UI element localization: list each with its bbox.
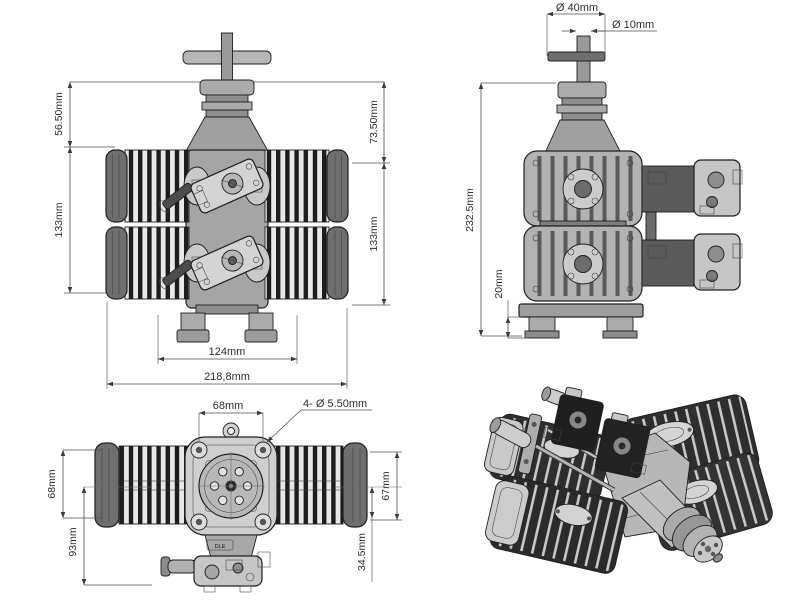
- side-mount-feet: [518, 303, 644, 339]
- dim-front-mount-width: 124mm: [157, 315, 298, 364]
- dim-label-front-cylinder-right: 133mm: [368, 216, 380, 251]
- hub-stack: [544, 81, 622, 154]
- dim-label-hub-diameter: Ø 40mm: [556, 2, 598, 14]
- dim-label-mount-width: 124mm: [209, 346, 246, 358]
- iso-mount-bracket: [518, 413, 542, 475]
- dim-cylinder-span: 67mm: [370, 451, 402, 521]
- dim-center-to-mount: 34.5mm: [335, 486, 402, 582]
- front-view: 56.50mm 133mm 73.50mm 133mm 124mm 21: [53, 32, 390, 389]
- top-engine: DLE DLE: [94, 422, 368, 593]
- dim-label-center-to-carb: 93mm: [67, 527, 79, 556]
- mount-feet: [176, 304, 278, 343]
- prop-hub-face: [197, 452, 265, 520]
- dim-hub-diameter: Ø 40mm: [546, 2, 606, 56]
- dim-front-total-width: 218,8mm: [106, 302, 348, 389]
- iso-intake-stub-1: [489, 417, 532, 449]
- dim-label-front-cylinder-left: 133mm: [53, 202, 65, 237]
- iso-cylinder-left-front: [485, 475, 629, 574]
- rear-cover: DLE: [204, 534, 258, 559]
- dim-front-cylinder-right: 133mm: [352, 163, 390, 306]
- front-engine: [105, 32, 349, 343]
- dim-label-standoff-height: 20mm: [493, 269, 505, 298]
- dim-shaft-diameter: Ø 10mm: [562, 19, 657, 34]
- cylinder-top-right: [272, 442, 368, 528]
- prop-shaft: [182, 32, 272, 152]
- dim-bolt-hole-note: 4- Ø 5.50mm: [266, 398, 372, 443]
- dim-label-cylinder-span: 67mm: [380, 471, 392, 500]
- iso-view: [483, 386, 773, 574]
- dim-bolt-span-h: 68mm: [198, 400, 264, 441]
- dim-label-bolt-hole-note: 4- Ø 5.50mm: [303, 398, 367, 410]
- iso-prop-hub: [621, 479, 723, 563]
- iso-carburetor-1: [543, 386, 604, 452]
- dim-label-total-height: 232.5mm: [464, 188, 476, 232]
- brand-mark-cover: DLE: [215, 544, 226, 550]
- dim-center-to-carb: 93mm: [67, 486, 152, 586]
- dim-label-bolt-span-h: 68mm: [213, 400, 244, 412]
- cylinder-right-top: [264, 149, 349, 223]
- side-view: Ø 40mm Ø 10mm 232.5mm 20mm: [464, 2, 743, 339]
- cylinder-left-top: [105, 149, 190, 223]
- dim-label-bolt-span-v: 68mm: [46, 469, 58, 498]
- dim-total-height: 232.5mm: [464, 82, 556, 337]
- cylinder-right-bottom: [264, 226, 349, 300]
- dim-standoff-height: 20mm: [493, 269, 528, 339]
- carb-linkage: [645, 211, 657, 241]
- dim-label-center-to-mount: 34.5mm: [356, 533, 368, 571]
- cylinder-side-bottom: [523, 225, 643, 302]
- carburetor-top: [158, 158, 264, 214]
- carburetor-side-top: [641, 159, 743, 217]
- dim-front-upper-left: 56.50mm: [53, 82, 115, 148]
- dim-front-upper-right: 73.50mm: [352, 82, 390, 164]
- cylinder-left-bottom: [105, 226, 190, 300]
- dim-label-shaft-diameter: Ø 10mm: [612, 19, 654, 31]
- carburetor-bottom: [158, 235, 264, 291]
- dim-label-front-upper-left: 56.50mm: [53, 92, 65, 136]
- cylinder-top-left: [94, 442, 190, 528]
- rear-carburetor: [160, 551, 271, 593]
- dim-front-cylinder-left: 133mm: [53, 147, 108, 294]
- cylinder-side-top: [523, 150, 643, 227]
- carburetor-side-bottom: [641, 233, 743, 291]
- dim-label-total-width: 218,8mm: [204, 371, 250, 383]
- iso-carburetor-2: [594, 412, 651, 479]
- dim-label-front-upper-right: 73.50mm: [368, 100, 380, 144]
- side-engine: [518, 35, 743, 339]
- top-view: DLE DLE: [46, 398, 402, 593]
